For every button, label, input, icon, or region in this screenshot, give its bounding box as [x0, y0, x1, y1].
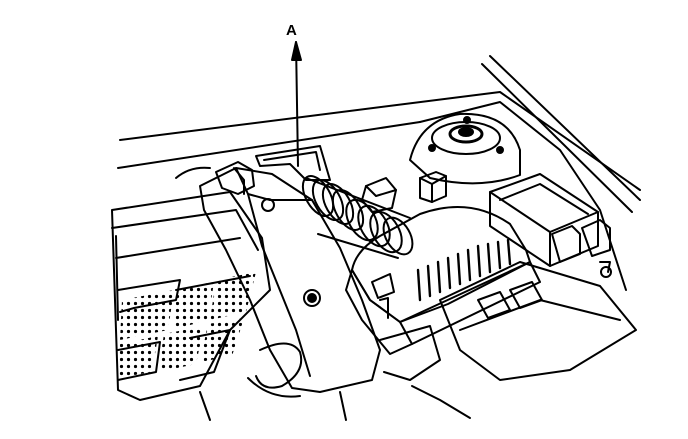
fuse-box [489, 173, 612, 278]
small-connector [419, 171, 447, 203]
intake-duct [175, 161, 381, 393]
callout-leader-line [291, 41, 302, 167]
resonator-bracket [255, 145, 331, 181]
strut-mount [409, 112, 521, 185]
lower-hoses [199, 325, 471, 421]
engine-cover-dot-texture [118, 272, 256, 378]
intake-hose [301, 175, 414, 259]
battery-tray [439, 261, 637, 381]
fender-outline [117, 55, 641, 291]
callout-label-a: A [286, 22, 297, 39]
air-cleaner-housing [345, 205, 541, 355]
